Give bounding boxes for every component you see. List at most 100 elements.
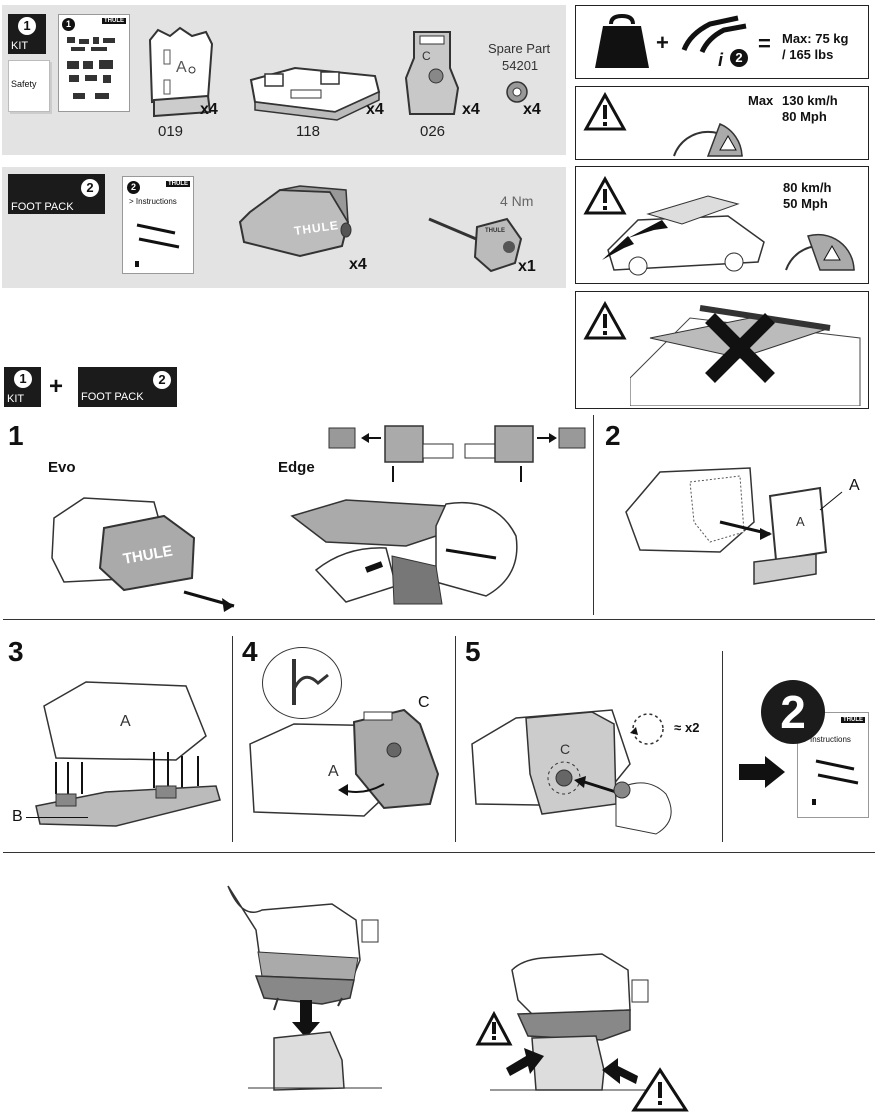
next-arrow-icon bbox=[739, 756, 785, 788]
kit-sheet-number-badge: 1 bbox=[62, 18, 75, 31]
torque-key-qty: x1 bbox=[518, 258, 536, 275]
kit-sheet-brand: THULE bbox=[102, 18, 126, 24]
max-load-lbs: / 165 lbs bbox=[782, 47, 834, 62]
part-019-qty: x4 bbox=[200, 101, 218, 118]
svg-text:A: A bbox=[328, 763, 339, 780]
max-speed-kmh: 130 km/h bbox=[782, 93, 838, 108]
kit-label: KIT bbox=[11, 40, 29, 52]
weight-icon bbox=[595, 14, 649, 68]
warning-triangle-icon bbox=[583, 92, 627, 131]
step-2-illustration: A bbox=[625, 467, 843, 585]
instructions-brand: THULE bbox=[166, 181, 190, 187]
foot-pack-number-badge: 2 bbox=[81, 179, 99, 197]
torque-value: 4 Nm bbox=[500, 193, 534, 209]
next-small-piece-icon bbox=[812, 799, 816, 805]
combo-kit-number: 1 bbox=[14, 370, 32, 388]
equals-operator: = bbox=[758, 31, 771, 56]
step-4-illustration: A bbox=[249, 708, 440, 817]
combo-kit-box: 1 KIT bbox=[4, 367, 41, 407]
step-3-marker-b-line bbox=[26, 817, 88, 818]
kit-sheet-illustration bbox=[67, 37, 115, 99]
warning-triangle-icon-3 bbox=[583, 301, 627, 340]
step-1-number: 1 bbox=[8, 420, 24, 451]
rotation-repeat-count: x2 bbox=[685, 720, 700, 735]
combo-pack-label: FOOT PACK bbox=[81, 391, 144, 403]
rotation-repeat-icon: ≈ bbox=[674, 720, 682, 735]
next-roof-bars-icon bbox=[815, 759, 859, 785]
roof-obstruction-illustration bbox=[630, 305, 861, 406]
svg-text:A: A bbox=[796, 514, 805, 529]
part-026-code: 026 bbox=[420, 123, 446, 140]
step-3-number: 3 bbox=[8, 636, 24, 667]
step-4-detail-hook bbox=[292, 659, 329, 705]
step-1-evo-illustration: THULE bbox=[51, 497, 235, 612]
step-1-evo-label: Evo bbox=[48, 459, 76, 476]
bottom-left-fit-illustration bbox=[227, 885, 382, 1091]
combo-pack-number: 2 bbox=[153, 371, 171, 389]
speedometer-icon-2 bbox=[785, 233, 855, 271]
bracket-019-illustration: A bbox=[148, 26, 214, 118]
warning-triangle-icon-2 bbox=[583, 176, 627, 215]
next-instructions-title: Instructions bbox=[810, 735, 851, 744]
step-3-marker-b: B bbox=[12, 808, 23, 825]
part-026-qty: x4 bbox=[462, 101, 480, 118]
roof-bars-icon bbox=[136, 223, 180, 249]
step-4-detail-circle bbox=[262, 647, 342, 719]
step-5-next-divider bbox=[722, 651, 723, 842]
section-divider-1 bbox=[3, 619, 875, 620]
rotation-dashed-circle-icon bbox=[630, 713, 664, 745]
torque-key-illustration bbox=[428, 217, 523, 273]
loaded-speed-mph: 50 Mph bbox=[783, 196, 828, 211]
step-3-4-divider bbox=[232, 636, 233, 842]
plus-operator: + bbox=[656, 30, 669, 55]
bottom-warning-triangle-icon bbox=[631, 1067, 689, 1112]
step-1-edge-hands-illustration bbox=[290, 499, 518, 605]
safety-label: Safety bbox=[11, 79, 37, 89]
spare-part-qty: x4 bbox=[523, 101, 541, 118]
step-2-marker-a: A bbox=[849, 477, 860, 494]
foot-unit-qty: x4 bbox=[349, 256, 367, 273]
next-step-badge: 2 bbox=[761, 680, 825, 744]
step-4-marker-c: C bbox=[418, 694, 430, 711]
kit-box: 1 KIT bbox=[8, 14, 46, 54]
part-019-code: 019 bbox=[158, 123, 184, 140]
step-4-number: 4 bbox=[242, 636, 258, 667]
bottom-right-fit-illustration bbox=[475, 953, 672, 1091]
max-load-kg: Max: 75 kg bbox=[782, 31, 849, 46]
max-speed-prefix: Max bbox=[748, 93, 774, 108]
car-with-load-illustration bbox=[602, 195, 765, 276]
torque-key-brand: THULE bbox=[485, 228, 505, 234]
svg-text:A: A bbox=[120, 713, 131, 730]
step-2-number: 2 bbox=[605, 420, 621, 451]
step-5-illustration: C bbox=[471, 709, 672, 835]
combo-plus: + bbox=[49, 373, 64, 400]
svg-text:A: A bbox=[176, 59, 187, 76]
spare-part-number: 54201 bbox=[502, 58, 539, 73]
speedometer-icon bbox=[673, 123, 743, 157]
combo-foot-pack-box: 2 FOOT PACK bbox=[78, 367, 177, 407]
part-118-code: 118 bbox=[296, 123, 320, 140]
svg-text:C: C bbox=[422, 49, 431, 63]
spare-knob-illustration bbox=[506, 81, 528, 103]
kit-number-badge: 1 bbox=[18, 17, 36, 35]
step-1-edge-remove-illustration bbox=[328, 425, 586, 482]
step-5-number: 5 bbox=[465, 636, 481, 667]
safety-document: Safety bbox=[8, 60, 50, 112]
step-4-5-divider bbox=[455, 636, 456, 842]
foot-pad-118-illustration bbox=[249, 66, 381, 121]
combo-kit-label: KIT bbox=[7, 393, 25, 405]
small-piece-icon bbox=[135, 261, 139, 267]
section-divider-2 bbox=[3, 852, 875, 853]
info-icon: i bbox=[718, 50, 724, 70]
roof-bars-load-icon bbox=[681, 15, 747, 54]
step-1-2-divider bbox=[593, 415, 594, 615]
max-speed-mph: 80 Mph bbox=[782, 109, 827, 124]
foot-pack-box: 2 FOOT PACK bbox=[8, 174, 105, 214]
part-118-qty: x4 bbox=[366, 101, 384, 118]
step-1-edge-label: Edge bbox=[278, 459, 315, 476]
kit-instruction-sheet: 1 THULE bbox=[58, 14, 130, 112]
instructions-number-badge: 2 bbox=[127, 181, 140, 194]
loaded-speed-kmh: 80 km/h bbox=[783, 180, 832, 195]
step-3-illustration: A bbox=[35, 681, 221, 827]
info-number-badge: 2 bbox=[730, 49, 748, 67]
